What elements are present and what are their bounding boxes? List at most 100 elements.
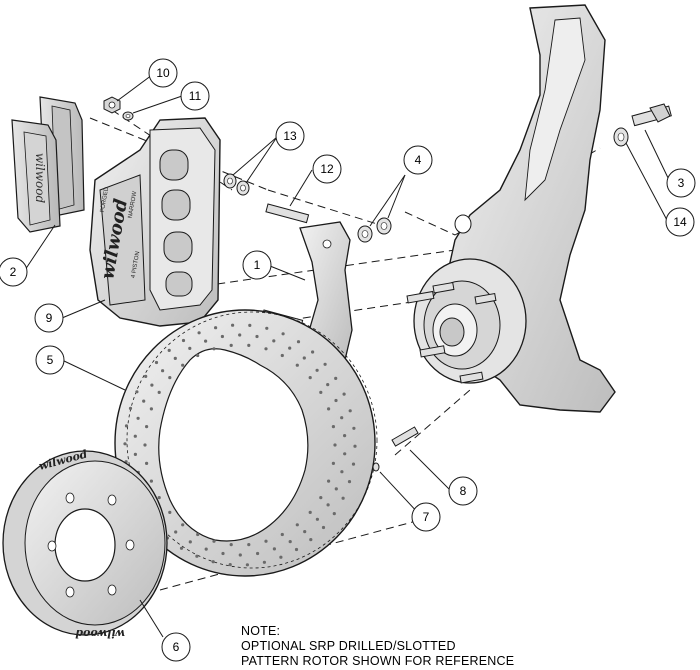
nut-and-washer <box>103 96 134 121</box>
svg-text:14: 14 <box>673 215 687 229</box>
rotor-drill-hole <box>123 442 127 446</box>
rotor-drill-hole <box>340 416 344 420</box>
caliper-narrow-mark: NARROW <box>128 191 139 219</box>
rotor-drill-hole <box>308 510 312 514</box>
rotor-drill-hole <box>128 406 133 410</box>
rotor-drill-hole <box>157 390 161 394</box>
caliper: wilwood FORGED NARROW 4 PISTON <box>89 117 221 327</box>
rotor-drill-hole <box>311 350 315 354</box>
rotor-drill-hole <box>295 523 299 527</box>
rotor-drill-hole <box>327 479 331 483</box>
rotor-drill-hole <box>212 539 216 543</box>
rotor-drill-hole <box>248 323 252 327</box>
rotor-drill-hole <box>334 487 338 491</box>
rotor-drill-hole <box>319 390 323 394</box>
callout-5: 5 <box>35 345 65 375</box>
rotor-drill-hole <box>264 347 268 351</box>
callout-11: 11 <box>180 81 210 111</box>
callout-7: 7 <box>411 502 441 532</box>
rotor-drill-hole <box>181 363 185 367</box>
rotor-drill-hole <box>331 461 335 465</box>
rotor-drill-hole <box>149 407 153 411</box>
rotor-drill-hole <box>179 546 184 550</box>
rotor-drill-hole <box>197 331 201 335</box>
rotor-drill-hole <box>303 530 307 534</box>
wheel-studs <box>406 281 497 384</box>
svg-text:2: 2 <box>10 265 17 279</box>
rotor-drill-hole <box>174 530 178 534</box>
rotor-drill-hole <box>279 555 283 559</box>
rotor-drill-hole <box>181 523 185 527</box>
rotor-drill-hole <box>133 434 137 438</box>
rotor-drill-hole <box>295 363 299 367</box>
rotor-drill-hole <box>220 334 224 339</box>
svg-text:6: 6 <box>173 640 180 654</box>
rotor-drill-hole <box>214 326 218 330</box>
rotor-drill-hole <box>204 547 208 551</box>
rotor-drill-hole <box>211 560 215 564</box>
rotor-drill-hole <box>255 334 259 339</box>
note-line-1: OPTIONAL SRP DRILLED/SLOTTED <box>241 639 456 653</box>
rotor-drill-hole <box>341 496 345 500</box>
svg-text:10: 10 <box>156 66 170 80</box>
rotor-drill-hole <box>149 479 153 483</box>
brake-pads: wilwood <box>11 96 85 233</box>
rotor-drill-hole <box>188 346 192 350</box>
hat-brand-mark-bottom: wilwood <box>75 627 125 640</box>
rotor-drill-hole <box>228 563 232 567</box>
svg-text:5: 5 <box>47 353 54 367</box>
callout-10: 10 <box>148 58 178 88</box>
rotor-drill-hole <box>294 547 299 552</box>
svg-text:9: 9 <box>46 311 53 325</box>
rotor-drill-hole <box>333 443 337 447</box>
rotor-drill-hole <box>150 383 154 387</box>
caliper-forged-mark: FORGED <box>100 186 110 213</box>
rotor-drill-hole <box>145 425 149 429</box>
rotor-drill-hole <box>342 392 346 396</box>
callout-2: 2 <box>0 257 28 287</box>
rotor-drill-hole <box>145 461 149 465</box>
shim-washers <box>223 173 250 196</box>
rotor-drill-hole <box>348 409 352 413</box>
rotor-drill-hole <box>288 540 292 544</box>
rotor-drill-hole <box>272 547 276 551</box>
rotor-drill-hole <box>247 543 251 547</box>
rotor-drill-hole <box>124 424 129 428</box>
rotor-drill-hole <box>264 539 268 543</box>
rotor-drill-hole <box>265 326 269 330</box>
rotor-drill-hole <box>288 346 292 350</box>
rotor-drill-hole <box>136 416 140 420</box>
rotor-drill-hole <box>321 525 326 530</box>
rotor-drill-hole <box>247 343 251 347</box>
rotor-drill-hole <box>221 551 225 556</box>
note-line-2: PATTERN ROTOR SHOWN FOR REFERENCE <box>241 654 515 668</box>
rotor <box>114 309 378 577</box>
rotor-drill-hole <box>347 480 352 484</box>
rotor-drill-hole <box>319 496 323 500</box>
callout-1: 1 <box>242 250 272 280</box>
rotor-drill-hole <box>353 444 357 448</box>
callout-bubbles: 1 2 3 4 5 6 7 8 <box>0 58 696 662</box>
svg-text:8: 8 <box>460 484 467 498</box>
rotor-drill-hole <box>181 338 186 343</box>
rotor-drill-hole <box>308 376 312 380</box>
rotor-drill-hole <box>173 356 177 360</box>
rotor-drill-hole <box>351 462 356 466</box>
callout-4: 4 <box>403 145 433 175</box>
rotor-drill-hole <box>229 543 233 547</box>
rotor-drill-hole <box>143 443 147 447</box>
rotor-drill-hole <box>144 374 148 378</box>
callout-12: 12 <box>312 154 342 184</box>
rotor-drill-hole <box>334 398 338 403</box>
pad-brand-mark: wilwood <box>33 153 47 204</box>
rotor-drill-hole <box>334 376 338 380</box>
rotor-drill-hole <box>315 517 319 521</box>
callout-8: 8 <box>448 476 478 506</box>
callout-3: 3 <box>666 168 696 198</box>
rotor-drill-hole <box>133 452 137 456</box>
rotor-drill-hole <box>245 563 249 567</box>
svg-text:4: 4 <box>415 153 422 167</box>
svg-text:1: 1 <box>254 258 261 272</box>
rotor-drill-hole <box>309 538 313 542</box>
